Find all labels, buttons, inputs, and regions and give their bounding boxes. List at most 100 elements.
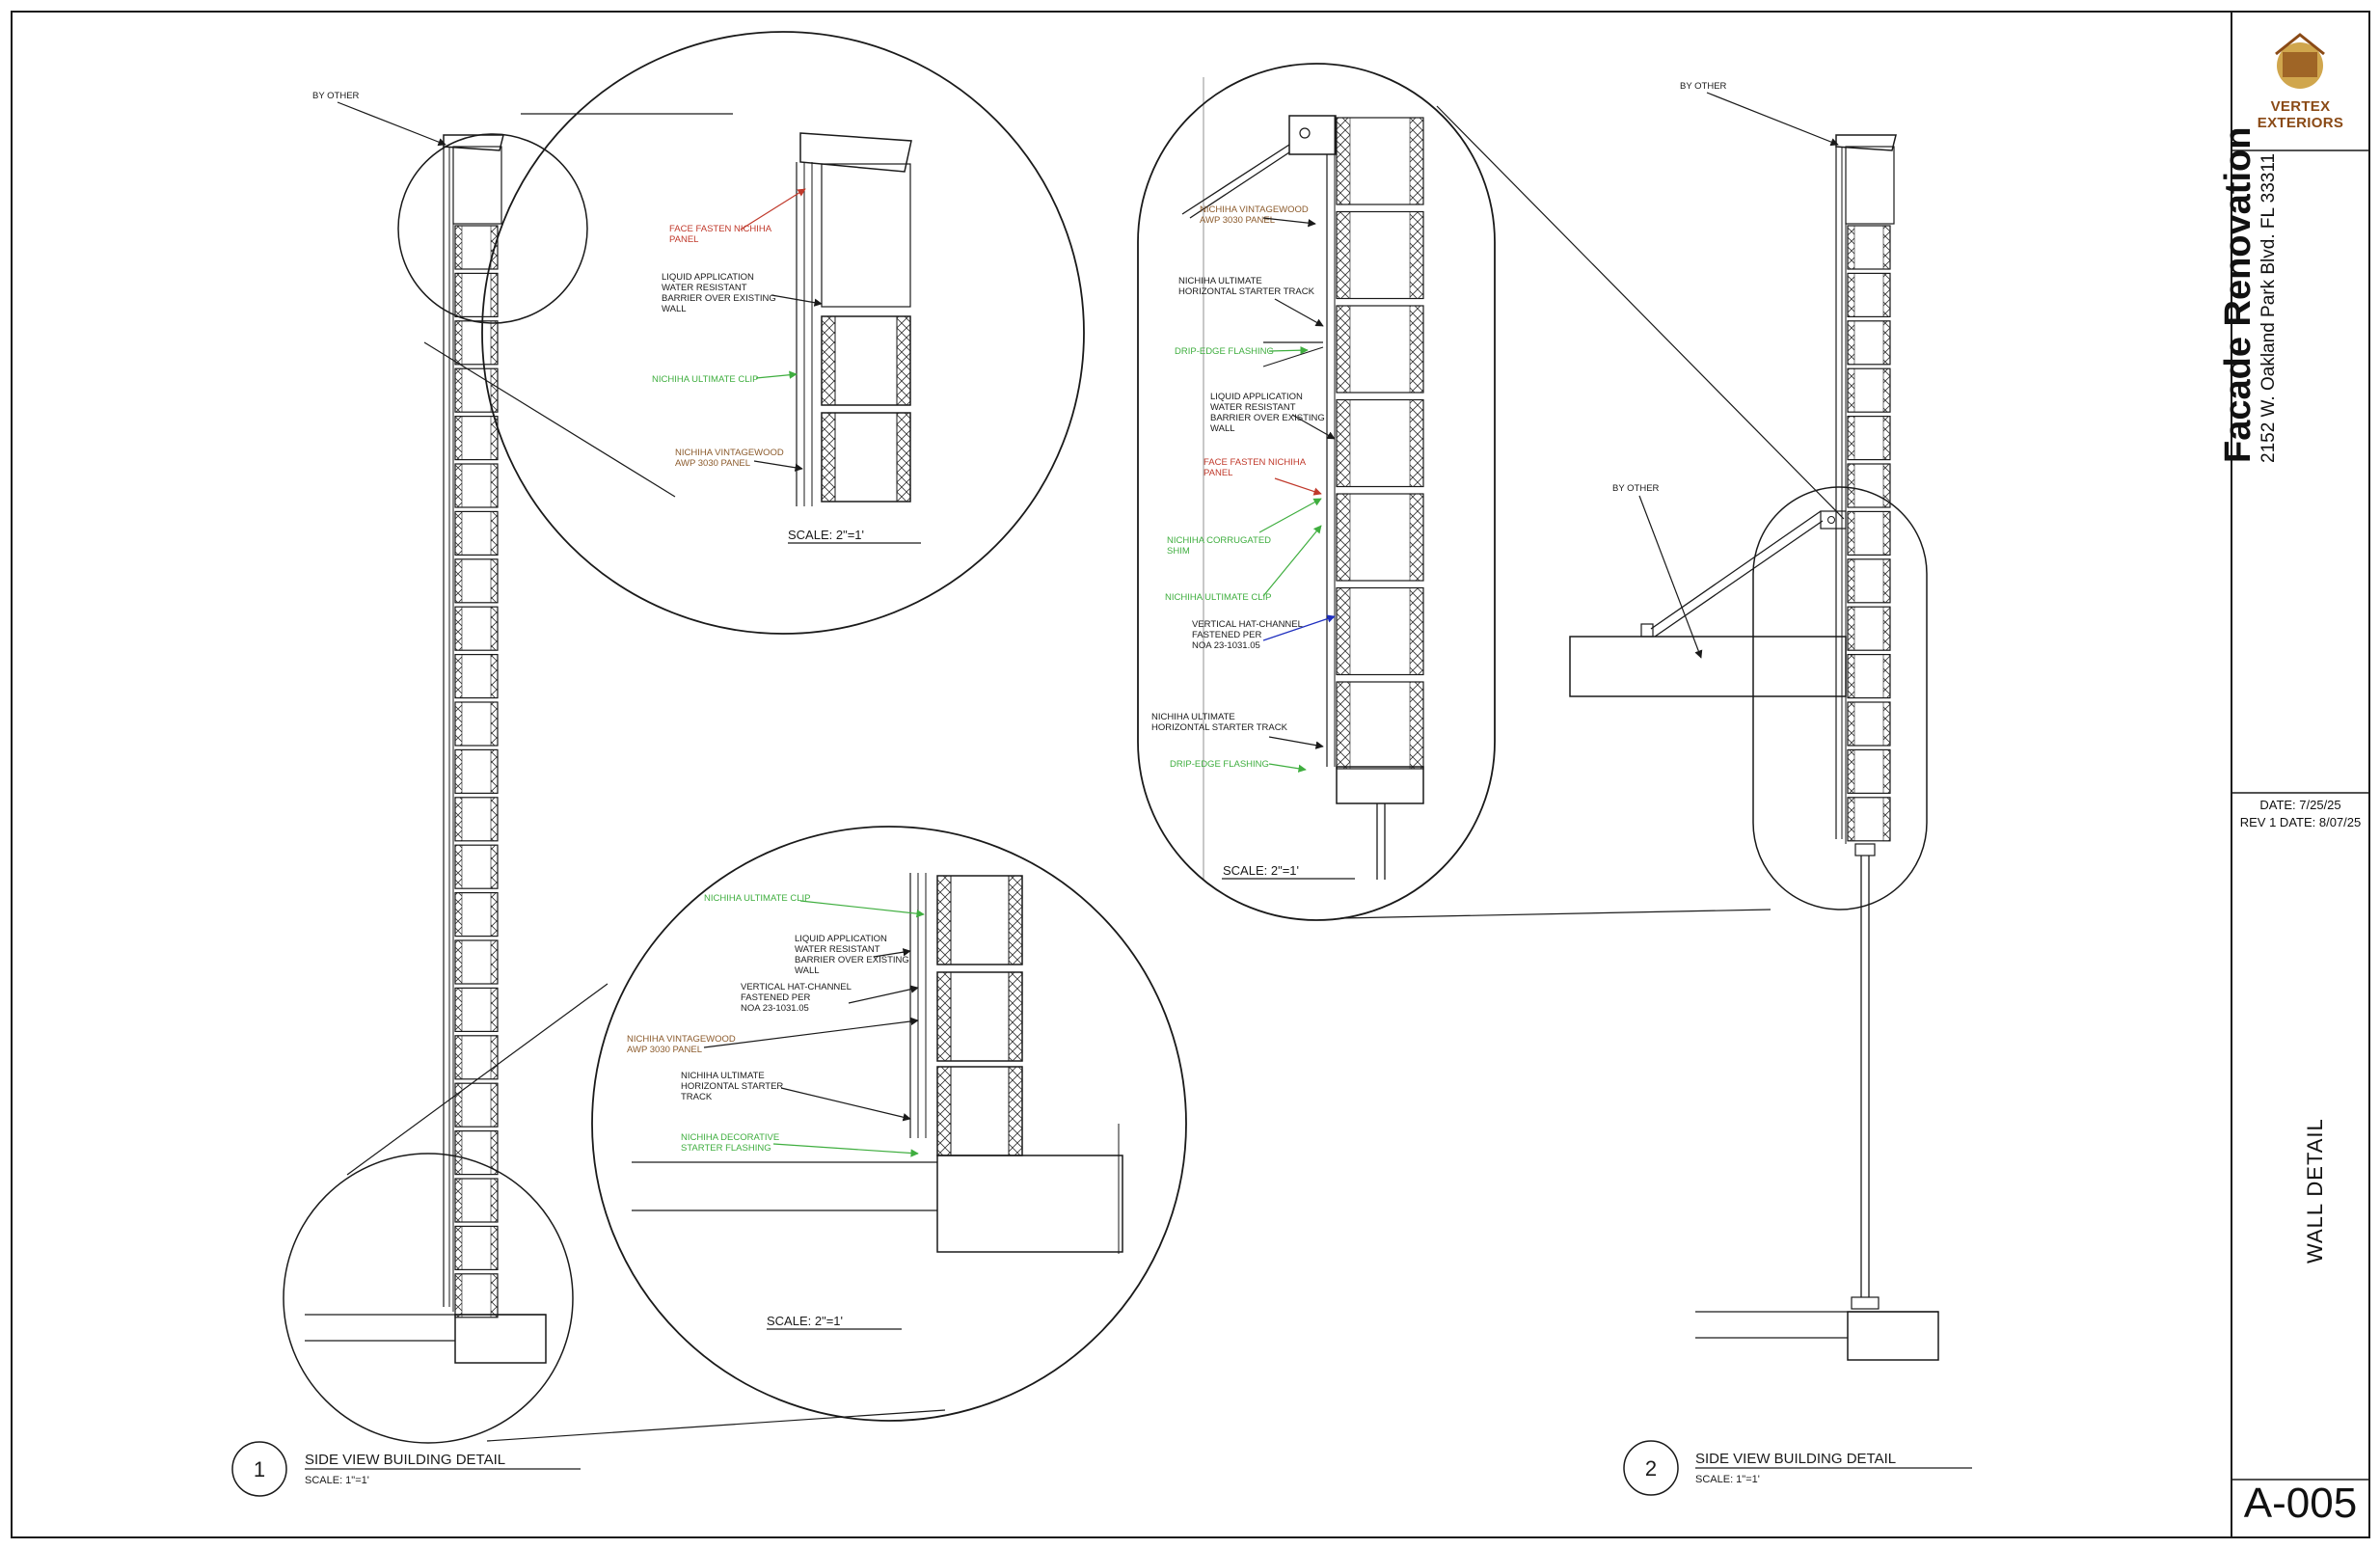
block-hatch (1409, 493, 1424, 582)
callout-label-line: WALL (662, 304, 687, 314)
block-hatch (490, 1130, 499, 1175)
by-other-label: BY OTHER (312, 91, 360, 101)
block-hatch (490, 463, 499, 508)
block-hatch (1336, 681, 1351, 770)
callout-label-line: WATER RESISTANT (795, 944, 880, 955)
callout-label-line: AWP 3030 PANEL (675, 458, 750, 469)
block-hatch (490, 892, 499, 937)
block-hatch (454, 606, 463, 651)
block-hatch (454, 416, 463, 460)
block-hatch (1847, 701, 1855, 747)
callout-label: NICHIHA ULTIMATE CLIP (704, 893, 811, 904)
wall-elevation-2 (1569, 134, 1939, 1361)
callout-label-line: FACE FASTEN NICHIHA (1204, 457, 1307, 468)
block-hatch (454, 1082, 463, 1128)
block-hatch (454, 892, 463, 937)
block-hatch (1882, 654, 1891, 698)
block-hatch (454, 1226, 463, 1270)
block-hatch (490, 1178, 499, 1223)
callout-label-line: NICHIHA ULTIMATE (1151, 712, 1235, 722)
block-hatch (454, 273, 463, 317)
project-address: 2152 W. Oakland Park Blvd. FL 33311 (2258, 152, 2279, 463)
block-hatch (454, 1130, 463, 1175)
block-hatch (490, 606, 499, 651)
by-other-label: BY OTHER (1680, 81, 1727, 92)
block-hatch (454, 988, 463, 1032)
block-hatch (1336, 493, 1351, 582)
block-hatch (454, 1178, 463, 1223)
block-hatch (1847, 797, 1855, 842)
block-hatch (490, 988, 499, 1032)
detail-2-title: 2 SIDE VIEW BUILDING DETAIL SCALE: 1"=1' (1623, 1440, 1972, 1496)
block-hatch (1409, 681, 1424, 770)
block-hatch (1882, 463, 1891, 508)
callout-label-line: NICHIHA VINTAGEWOOD (1200, 204, 1309, 215)
sheet-border (11, 11, 2370, 1538)
block-hatch (490, 1035, 499, 1080)
block-hatch (490, 320, 499, 366)
block-hatch (454, 463, 463, 508)
revision-date: REV 1 DATE: 8/07/25 (2239, 815, 2362, 829)
block-hatch (1847, 367, 1855, 413)
callout-label-line: PANEL (1204, 468, 1232, 478)
block-hatch (490, 558, 499, 604)
callout-label-line: FASTENED PER (1192, 630, 1261, 640)
block-hatch (454, 511, 463, 556)
block-hatch (490, 797, 499, 842)
block-hatch (454, 320, 463, 366)
scale-label: SCALE: 2"=1' (788, 528, 864, 542)
callout-label-line: SHIM (1167, 546, 1190, 557)
company-logo-icon (2275, 33, 2325, 89)
callout-label-line: NICHIHA ULTIMATE CLIP (1165, 592, 1272, 603)
block-hatch (1847, 606, 1855, 651)
date-block: DATE: 7/25/25 REV 1 DATE: 8/07/25 (2231, 797, 2369, 831)
project-title: Facade Renovation (2218, 126, 2258, 463)
wall-elevation-1 (305, 134, 547, 1364)
block-hatch (490, 1082, 499, 1128)
callout-label-line: NICHIHA VINTAGEWOOD (675, 448, 784, 458)
block-hatch (490, 701, 499, 747)
block-hatch (490, 367, 499, 413)
detail-scale: SCALE: 1"=1' (305, 1475, 369, 1486)
callout-label-line: WALL (795, 965, 820, 976)
callout-label-line: NICHIHA DECORATIVE (681, 1132, 779, 1143)
detail-title: SIDE VIEW BUILDING DETAIL (1695, 1451, 1896, 1467)
callout-bottom: SCALE: 2"=1' NICHIHA ULTIMATE CLIP LIQUI… (591, 826, 1187, 1422)
title-block: VERTEX EXTERIORS (2231, 12, 2369, 1537)
callout-label-line: NICHIHA CORRUGATED (1167, 535, 1271, 546)
callout-label: DRIP-EDGE FLASHING (1175, 346, 1274, 357)
block-hatch (1847, 654, 1855, 698)
callout-label: NICHIHA ULTIMATE CLIP (652, 374, 759, 385)
block-hatch (1336, 117, 1351, 205)
project-info: Facade Renovation 2152 W. Oakland Park B… (2218, 0, 2301, 463)
block-hatch (1882, 701, 1891, 747)
block-hatch (1847, 416, 1855, 460)
block-hatch (454, 225, 463, 270)
block-hatch (490, 749, 499, 794)
callout-label-line: LIQUID APPLICATION (795, 934, 887, 944)
callout-label-line: BARRIER OVER EXISTING (662, 293, 776, 304)
callout-label-line: NICHIHA ULTIMATE CLIP (704, 893, 811, 904)
block-hatch (1847, 463, 1855, 508)
detail-number: 1 (254, 1457, 265, 1481)
callout-label-line: VERTICAL HAT-CHANNEL (741, 982, 852, 992)
callout-label-line: STARTER FLASHING (681, 1143, 771, 1154)
block-hatch (454, 844, 463, 889)
block-hatch (454, 1273, 463, 1318)
callout-label-line: LIQUID APPLICATION (1210, 392, 1303, 402)
block-hatch (1409, 587, 1424, 675)
block-hatch (490, 844, 499, 889)
callout-label-line: PANEL (669, 234, 698, 245)
block-hatch (1409, 399, 1424, 487)
detail-scale: SCALE: 1"=1' (1695, 1474, 1760, 1485)
